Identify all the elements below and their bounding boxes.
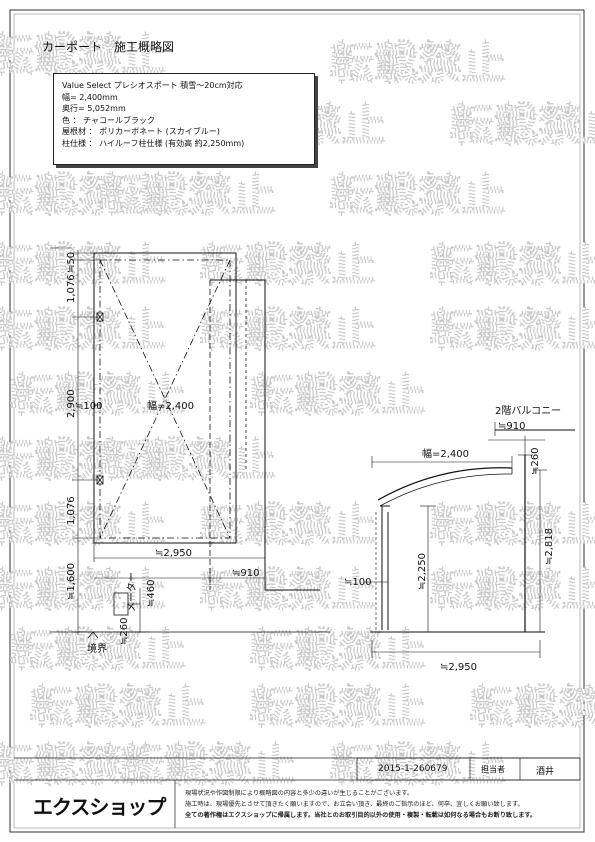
spec-line: 柱仕様 ： ハイルーフ柱仕様 (有効高 約2,250mm) xyxy=(62,138,245,148)
plan-view xyxy=(50,247,330,639)
watermark-text: 転載禁止 xyxy=(200,240,376,291)
drawing-number: 2015-1-260679 xyxy=(378,764,448,774)
watermark-text: 転載禁止 xyxy=(430,240,595,291)
watermark-text: 転載禁止 xyxy=(330,170,506,221)
watermark-text: 転載禁止 xyxy=(100,170,276,221)
house-wall xyxy=(210,279,320,591)
footer-note: 現場状況や作図制限により概略図の内容と多少の違いが生じることがございます。 xyxy=(185,790,414,797)
dim-label: 幅=2,400 xyxy=(147,399,194,412)
dim-label: ≒2,818 xyxy=(544,528,555,565)
dim-label: ≒2,950 xyxy=(155,548,192,559)
watermark-text: 転載禁止 xyxy=(200,305,376,356)
dim-label: ≒910 xyxy=(498,421,525,432)
watermark-text: 転載禁止 xyxy=(30,682,206,733)
dim-label: ≒260 xyxy=(530,448,541,475)
company-logo: エクスショップ xyxy=(33,795,166,819)
footer-note: 施工時は、現場優先とさせて頂きたく願いますので、お立会い頂き、最終のご指示のほど… xyxy=(185,801,524,808)
dim-label: ≒2,250 xyxy=(417,553,428,590)
dim-label: 1,076 xyxy=(66,274,77,303)
watermark-text: 転載禁止 xyxy=(100,435,276,486)
watermark-text: 転載禁止 xyxy=(330,38,506,89)
watermark-text: 転載禁止 xyxy=(0,435,166,486)
meter-label: メーター xyxy=(126,572,138,612)
watermark-text: 転載禁止 xyxy=(450,100,595,151)
elev-roof xyxy=(377,467,513,501)
dim-label: ≒100 xyxy=(75,401,102,412)
balcony-label: 2階バルコニー xyxy=(495,405,561,417)
watermark-text: 転載禁止 xyxy=(0,305,166,356)
spec-line: 屋根材 ： ポリカーボネート (スカイブルー) xyxy=(62,127,220,136)
dim-label: 1,076 xyxy=(66,496,77,525)
spec-line: 色 ： チャコールブラック xyxy=(62,115,156,125)
spec-line: 奥行= 5,052mm xyxy=(62,104,126,113)
watermark-layer: 転載禁止 転載禁止 転載禁止 転載禁止 転載禁止 転載禁止 転載禁止 転載禁止 … xyxy=(0,29,595,792)
watermark-text: 転載禁止 xyxy=(250,370,426,421)
spec-line: Value Select プレシオスポート 積雪〜20cm対応 xyxy=(62,81,243,90)
watermark-text: 転載禁止 xyxy=(10,370,186,421)
watermark-text: 転載禁止 xyxy=(430,305,595,356)
watermark-text: 転載禁止 xyxy=(0,740,166,791)
dim-label: ≒260 xyxy=(119,618,130,645)
dim-label: ≒910 xyxy=(232,568,259,579)
page-title: カーポート 施工概略図 xyxy=(42,40,175,54)
plan-roof-outline xyxy=(93,252,237,544)
elev-roof-lower xyxy=(379,473,513,507)
elevation-dimension-labels: 2階バルコニー ≒910 幅=2,400 ≒260 ≒2,250 ≒2,818 … xyxy=(344,405,561,673)
plan-roof-inner xyxy=(99,259,231,539)
watermark-text: 転載禁止 xyxy=(430,565,595,616)
person-label: 担当者 xyxy=(481,765,505,774)
watermark-text: 転載禁止 xyxy=(430,500,595,551)
boundary-arrow xyxy=(87,631,99,639)
dim-label: 2,900 xyxy=(66,389,77,418)
watermark-text: 転載禁止 xyxy=(0,170,166,221)
dim-label: ≒100 xyxy=(344,577,371,588)
watermark-text: 転載禁止 xyxy=(10,625,186,676)
watermark-text: 転載禁止 xyxy=(330,740,506,791)
title-block xyxy=(14,757,581,828)
dim-label: ≒460 xyxy=(146,580,157,607)
boundary-label: 境界 xyxy=(87,642,107,655)
watermark-text: 転載禁止 xyxy=(0,240,166,291)
watermark-text: 転載禁止 xyxy=(200,565,376,616)
inner-frame xyxy=(13,13,581,829)
watermark-text: 転載禁止 xyxy=(250,682,426,733)
outer-frame xyxy=(9,9,585,833)
plan-dimension-labels: ≒50 1,076 2,900 1,076 ≒1,600 ≒100 幅=2,40… xyxy=(66,252,259,655)
dim-label: ≒2,950 xyxy=(440,662,477,673)
elevation-view xyxy=(364,422,575,658)
watermark-text: 転載禁止 xyxy=(470,682,595,733)
dim-label: ≒50 xyxy=(66,252,77,273)
person-name: 酒井 xyxy=(536,767,555,777)
watermark-text: 転載禁止 xyxy=(0,565,166,616)
watermark-text: 転載禁止 xyxy=(250,625,426,676)
footer-note: 全ての著作権はエクスショップに帰属します。当社とのお取引目的以外の使用・複製・転… xyxy=(185,812,537,819)
watermark-text: 転載禁止 xyxy=(120,740,296,791)
dim-label: ≒1,600 xyxy=(66,563,77,600)
spec-line: 幅= 2,400mm xyxy=(62,92,118,102)
dim-label: 幅=2,400 xyxy=(422,447,469,460)
spec-box: Value Select プレシオスポート 積雪〜20cm対応 幅= 2,400… xyxy=(53,73,315,165)
